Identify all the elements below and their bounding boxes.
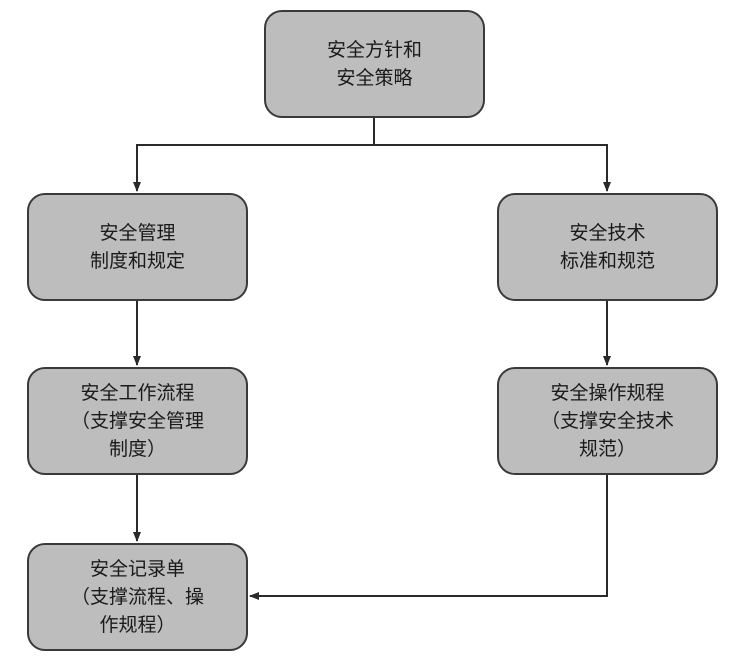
node-line: 安全工作流程: [80, 382, 195, 404]
edge-policy-to-mgmt: [133, 118, 375, 192]
edge-policy-to-tech: [374, 144, 611, 192]
node-security-workflow: 安全工作流程 （支撑安全管理 制度）: [27, 367, 248, 475]
node-line: 安全管理: [99, 222, 176, 244]
node-security-technical-standards: 安全技术 标准和规范: [497, 193, 718, 301]
node-line: （支撑安全管理: [70, 410, 204, 432]
node-line: 安全操作规程: [550, 382, 665, 404]
node-line: 安全策略: [336, 67, 413, 89]
node-security-management-rules: 安全管理 制度和规定: [27, 193, 248, 301]
node-line: 安全技术: [569, 222, 646, 244]
node-line: （支撑流程、操: [70, 586, 204, 608]
node-security-record-form: 安全记录单 （支撑流程、操 作规程）: [27, 543, 248, 651]
node-line: 作规程）: [99, 614, 176, 636]
node-security-policy: 安全方针和 安全策略: [264, 10, 485, 118]
node-line: 安全方针和: [326, 39, 422, 61]
node-line: 标准和规范: [559, 250, 655, 272]
node-line: 制度和规定: [89, 250, 185, 272]
node-line: 制度）: [108, 438, 166, 460]
node-security-operation-procedures: 安全操作规程 （支撑安全技术 规范）: [497, 367, 718, 475]
node-line: 安全记录单: [89, 558, 185, 580]
node-line: （支撑安全技术: [540, 410, 674, 432]
edge-operation-to-record: [249, 475, 608, 600]
node-line: 规范）: [578, 438, 636, 460]
